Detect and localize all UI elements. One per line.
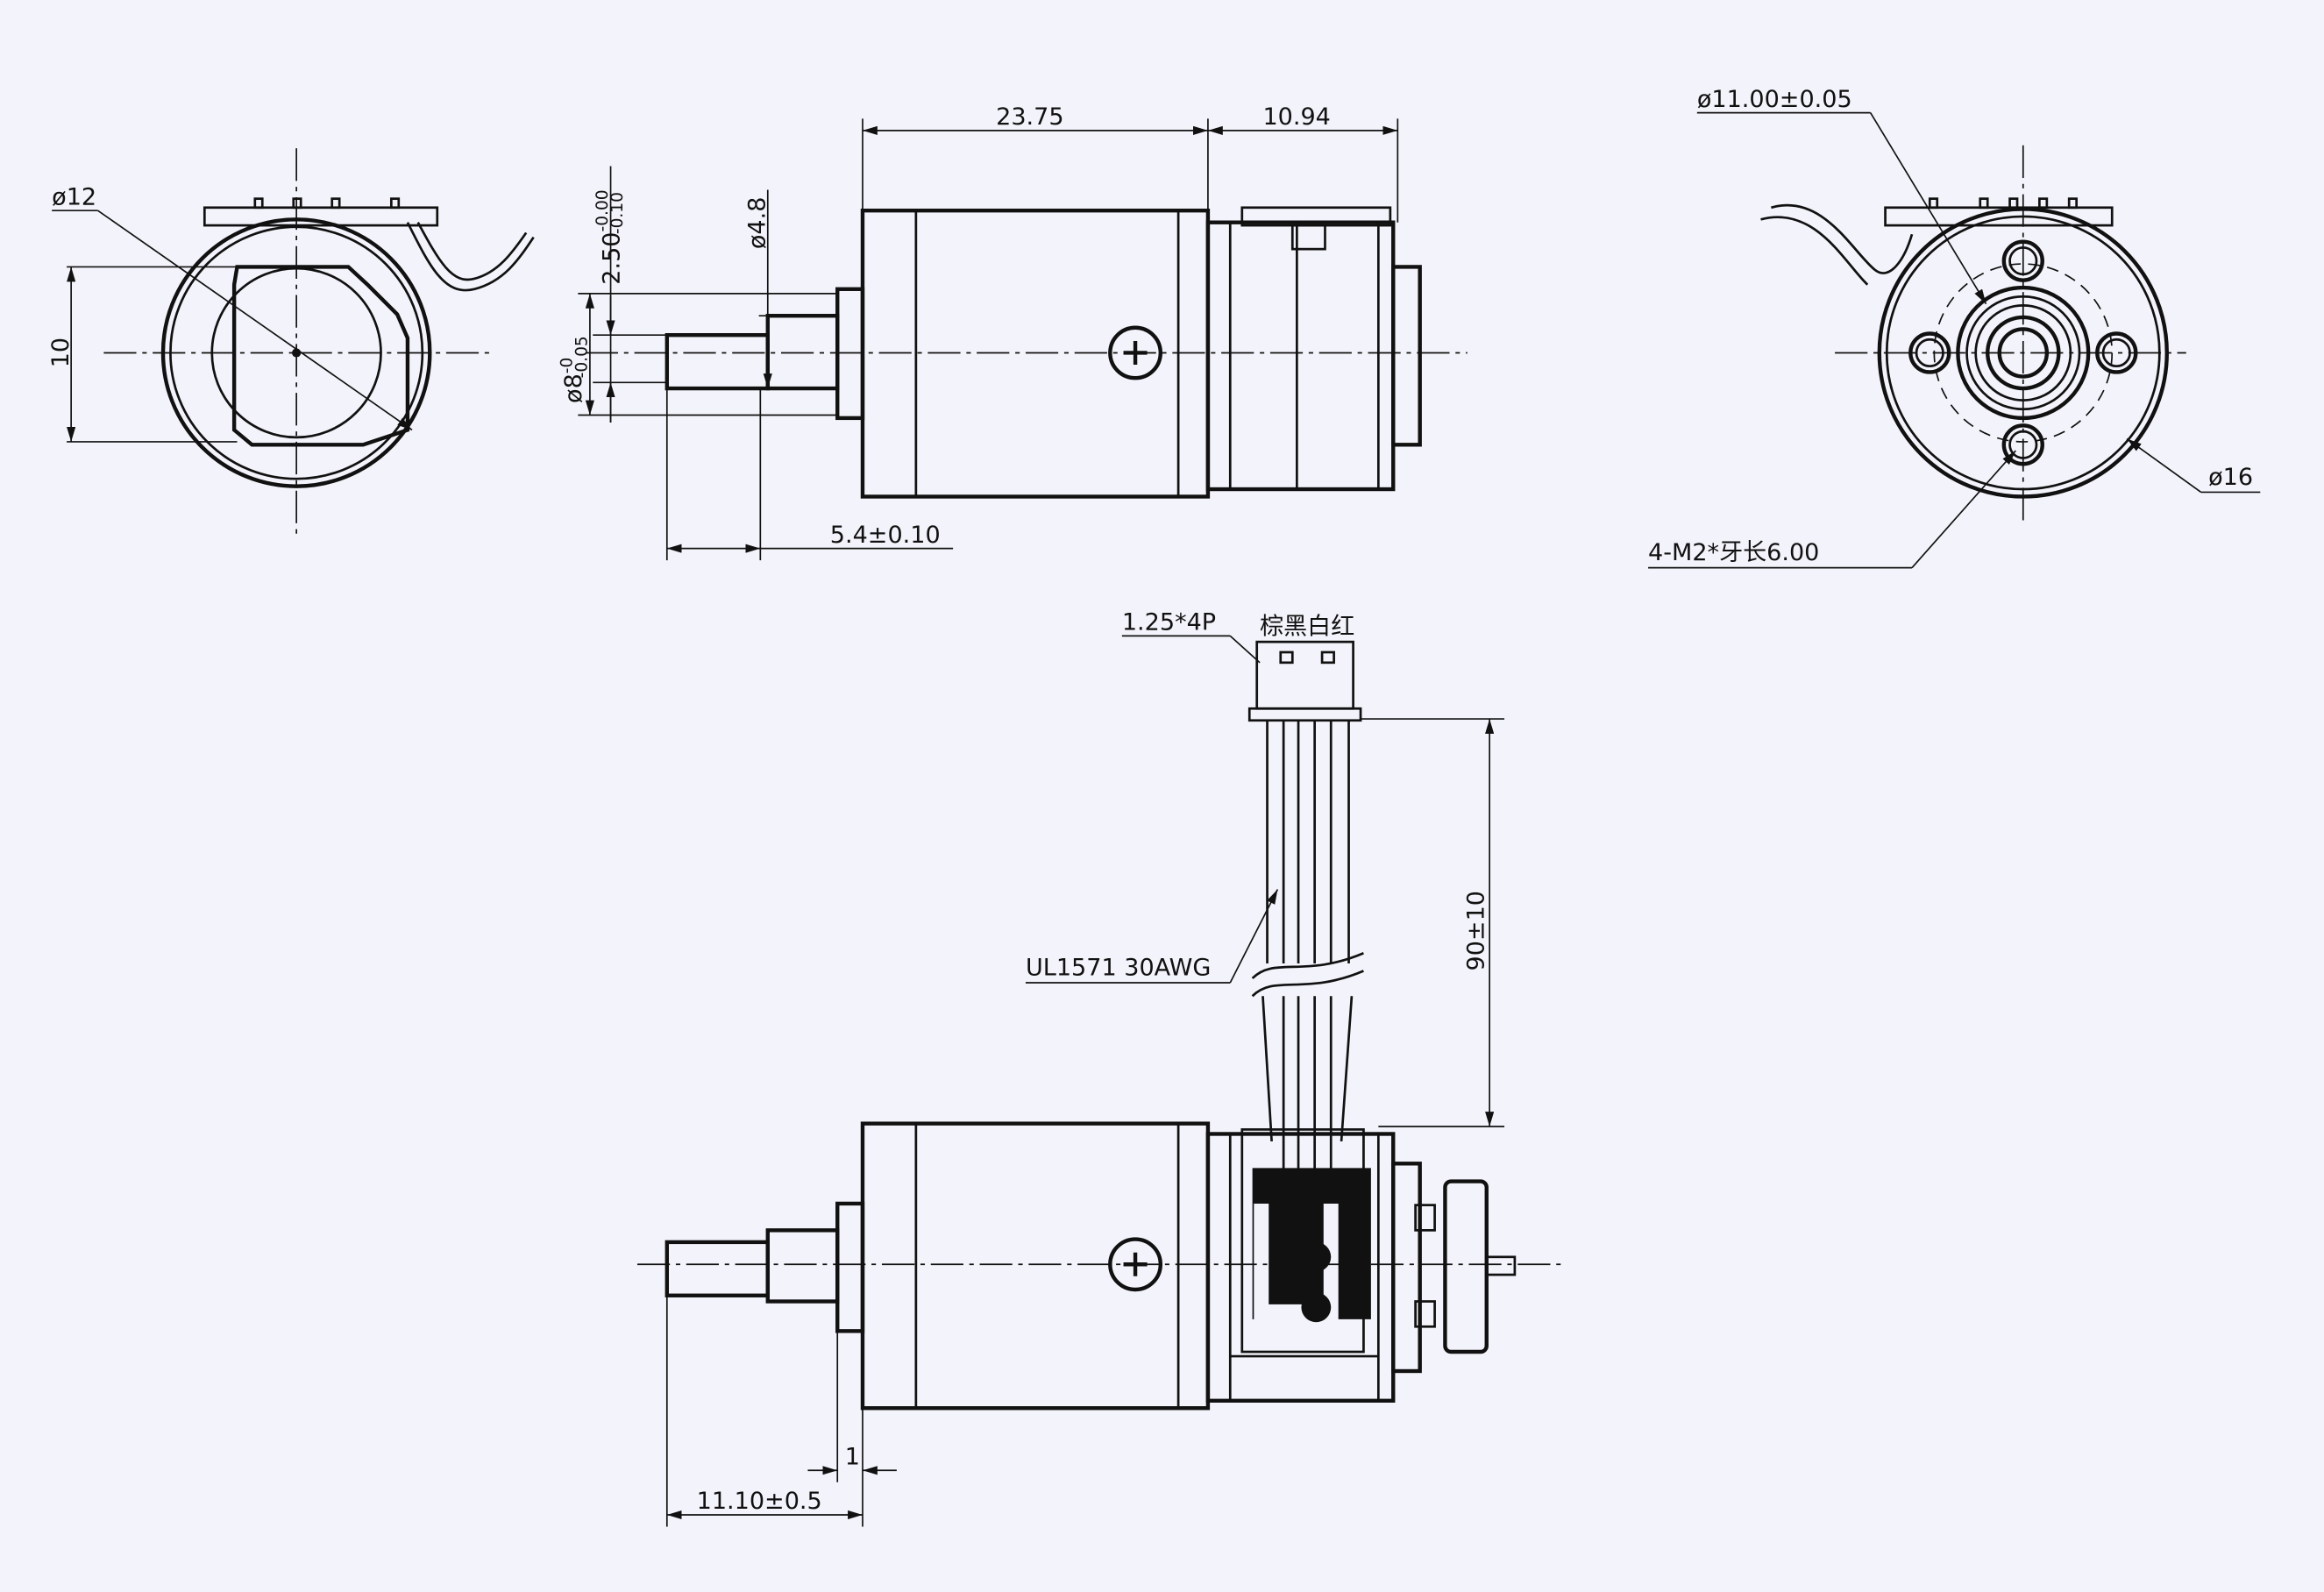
right-end-view: ø11.00±0.05 ø16 4-M2*牙长6.00 [1648, 86, 2261, 569]
flat-depth-value: 2.50 [599, 231, 626, 284]
left-end-view: 10 ø12 [47, 148, 535, 537]
height-10-label: 10 [47, 338, 75, 367]
shaft-dia-label: ø8-0-0.05 [558, 336, 592, 403]
side-view-top: 23.75 10.94 5.4±0.10 ø8-0-0.05 2.50-0.00… [558, 103, 1468, 561]
len-11-10-label: 11.10±0.5 [697, 1488, 822, 1515]
flat-depth-label: 2.50-0.00-0.10 [593, 189, 627, 284]
screw-holes-label: 4-M2*牙长6.00 [1648, 539, 1819, 566]
wire-spec-label: UL1571 30AWG [1026, 955, 1211, 982]
flat-tol-upper: -0.00 [593, 189, 612, 231]
len-5-4-label: 5.4±0.10 [830, 522, 941, 549]
shaft-dia-value: ø8 [560, 373, 587, 403]
len-10-94-label: 10.94 [1262, 103, 1330, 131]
dia-16-label: ø16 [2208, 464, 2253, 491]
len-1-label: 1 [845, 1444, 860, 1471]
shaft-tol-lower: -0.05 [573, 336, 592, 378]
dia-12-label: ø12 [52, 183, 96, 210]
dia-4-8-label: ø4.8 [743, 197, 771, 250]
shaft-tol-upper: -0 [558, 358, 577, 374]
dia-11-label: ø11.00±0.05 [1697, 86, 1852, 113]
connector-label: 1.25*4P [1122, 609, 1216, 636]
side-view-bottom: 1.25*4P 棕黑白红 UL1571 30AWG 90±10 1 11.10±… [636, 609, 1564, 1527]
screw-hole-icons [1908, 239, 2138, 466]
wire-length-label: 90±10 [1462, 891, 1489, 970]
flat-tol-lower: -0.10 [608, 192, 627, 234]
wire-colors-label: 棕黑白红 [1260, 614, 1354, 641]
wire-bend-icons [1286, 1211, 1332, 1323]
len-23-75-label: 23.75 [996, 103, 1063, 131]
